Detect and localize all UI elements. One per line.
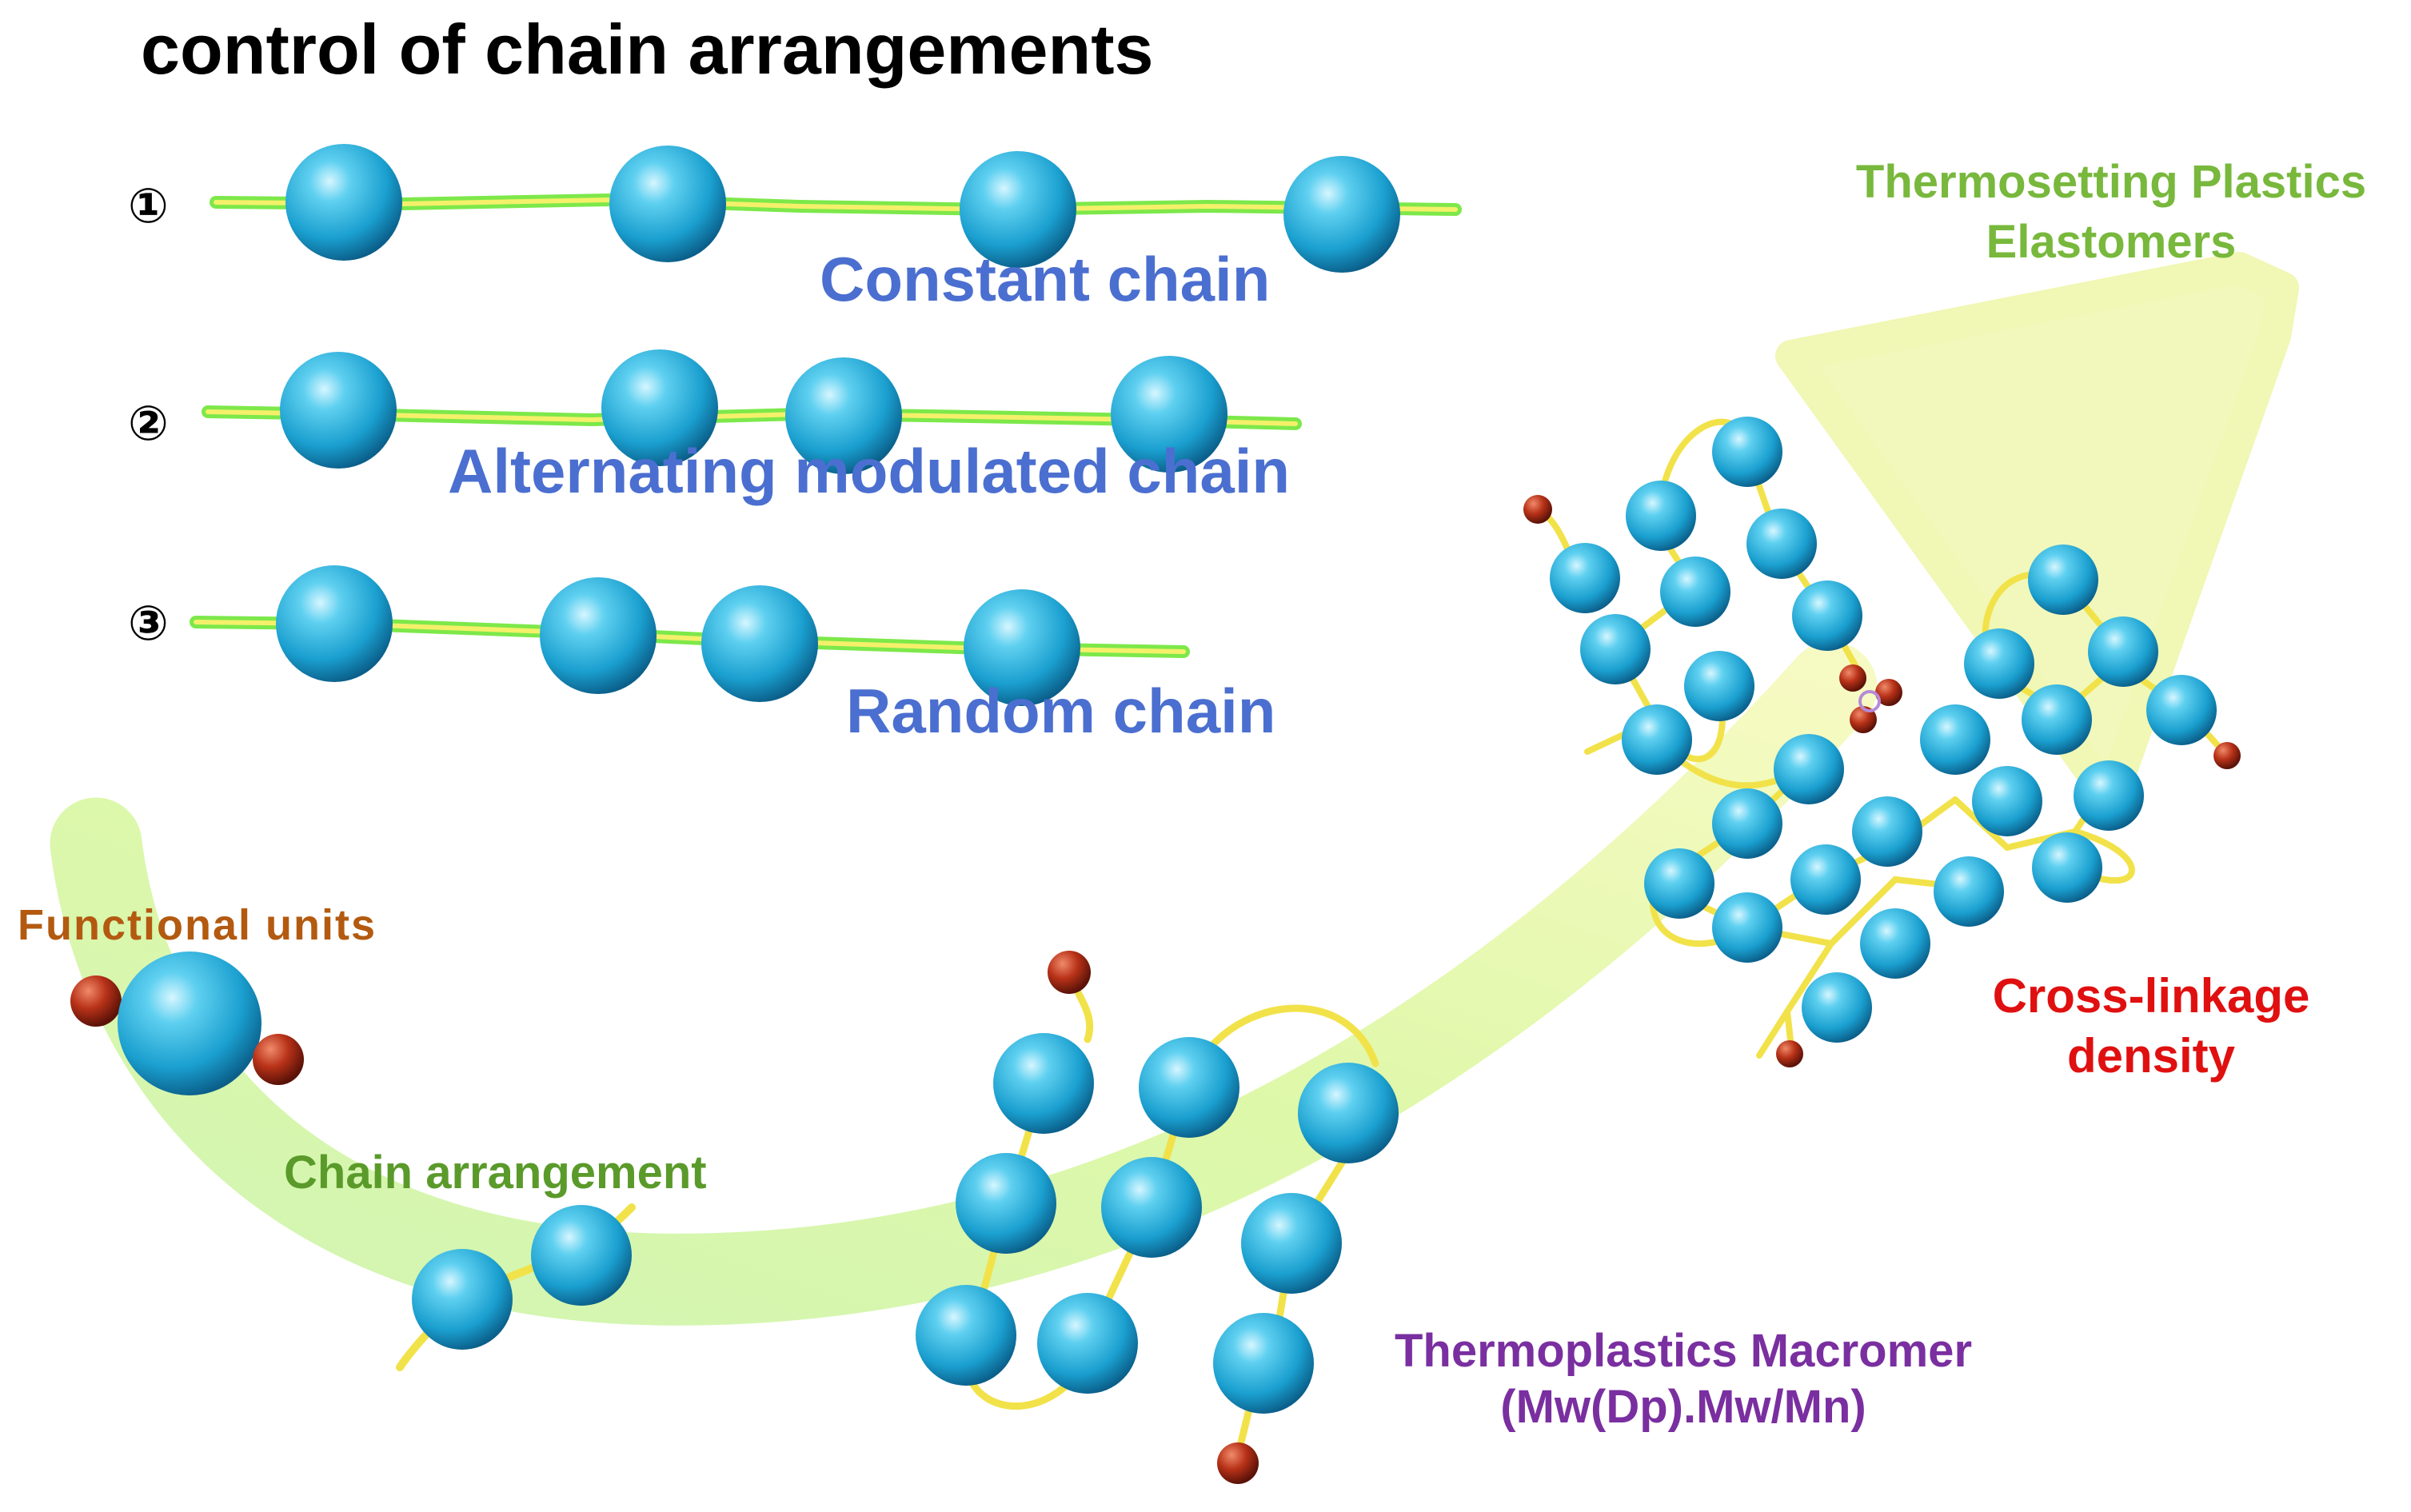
blue-sphere-icon [1111,356,1227,473]
blue-sphere-icon [1550,543,1620,613]
chain-arrangement-label: Chain arrangement [284,1147,707,1199]
blue-sphere-icon [1580,614,1651,684]
blue-sphere-icon [1802,972,1872,1043]
blue-sphere-icon [1774,734,1844,804]
blue-sphere-icon [1852,796,1922,867]
blue-sphere-icon [1283,156,1400,273]
blue-sphere-icon [964,589,1080,706]
chain-arrangement-molecule [396,1203,636,1371]
blue-sphere-icon [531,1205,632,1306]
chain-row-constant [210,144,1462,273]
blue-sphere-icon [285,144,402,261]
chain-label-constant: Constant chain [820,244,1271,314]
blue-sphere-icon [960,151,1076,268]
crosslink-density-label: Cross-linkage density [1959,966,2343,1086]
thermoplastics-label-line1: Thermoplastics Macromer [1394,1325,1973,1377]
red-sphere-icon [1875,679,1902,706]
red-sphere-icon [253,1034,304,1085]
blue-sphere-icon [2074,760,2144,831]
blue-sphere-icon [276,565,393,682]
blue-sphere-icon [1139,1037,1239,1138]
blue-sphere-icon [540,577,657,694]
blue-sphere-icon [280,352,397,469]
blue-sphere-icon [1860,908,1930,979]
functional-unit-molecule [70,951,304,1095]
blue-sphere-icon [1037,1293,1138,1394]
thermoplastics-label-line2: (Mw(Dp).Mw/Mn) [1500,1380,1866,1433]
blue-sphere-icon [1660,557,1730,627]
red-sphere-icon [70,975,122,1027]
blue-sphere-icon [2146,675,2217,745]
blue-sphere-icon [916,1285,1016,1386]
chain-row-alternating [202,349,1302,474]
blue-sphere-icon [1644,848,1714,919]
crosslink-label-line2: density [2066,1029,2236,1083]
blue-sphere-icon [1622,704,1692,775]
page-title: control of chain arrangements [141,10,1154,89]
blue-sphere-icon [1684,651,1754,721]
red-sphere-icon [1850,706,1877,733]
functional-units-label: Functional units [18,901,377,949]
chain-label-alternating: Alternating modulated chain [448,436,1291,506]
red-sphere-icon [1523,495,1552,524]
thermoset-label-line1: Thermosetting Plastics [1855,156,2367,208]
thermoset-label-line2: Elastomers [1986,216,2237,269]
blue-sphere-icon [1101,1157,1202,1258]
crosslinked-network-molecule [1523,417,2241,1067]
blue-sphere-icon [1298,1063,1399,1163]
red-sphere-icon [1776,1040,1803,1067]
chain-row-random [190,565,1190,706]
red-sphere-icon [2213,742,2241,769]
blue-sphere-icon [412,1249,513,1350]
blue-sphere-icon [2022,684,2092,755]
red-sphere-icon [1839,664,1866,692]
blue-sphere-icon [785,357,902,474]
blue-sphere-icon [118,951,261,1095]
thermoset-label: Thermosetting Plastics Elastomers [1815,152,2407,273]
blue-sphere-icon [1712,892,1782,963]
blue-sphere-icon [1790,844,1861,915]
chain-marker-3: ③ [128,596,169,652]
chain-marker-2: ② [128,396,169,452]
thermoplastics-molecule [916,951,1399,1484]
blue-sphere-icon [1746,509,1817,579]
blue-sphere-icon [2032,832,2102,903]
blue-sphere-icon [1972,766,2042,836]
blue-sphere-icon [1934,856,2004,927]
red-sphere-icon [1217,1442,1259,1484]
chain-marker-1: ① [128,178,169,234]
blue-sphere-icon [1712,788,1782,859]
blue-sphere-icon [1920,704,1990,775]
blue-sphere-icon [609,146,726,262]
blue-sphere-icon [1792,580,1862,651]
red-sphere-icon [1048,951,1091,994]
blue-sphere-icon [1213,1313,1314,1414]
blue-sphere-icon [1712,417,1782,487]
blue-sphere-icon [1241,1193,1342,1294]
crosslink-node [1858,690,1881,712]
blue-sphere-icon [956,1153,1056,1254]
blue-sphere-icon [601,349,718,466]
chain-label-random: Random chain [846,676,1276,746]
blue-sphere-icon [2028,545,2098,615]
blue-sphere-icon [2088,616,2158,687]
blue-sphere-icon [1626,481,1696,551]
thermoplastics-label: Thermoplastics Macromer (Mw(Dp).Mw/Mn) [1351,1323,2015,1434]
blue-sphere-icon [993,1033,1094,1134]
crosslink-label-line1: Cross-linkage [1992,969,2310,1023]
blue-sphere-icon [701,585,818,702]
blue-sphere-icon [1964,628,2034,699]
